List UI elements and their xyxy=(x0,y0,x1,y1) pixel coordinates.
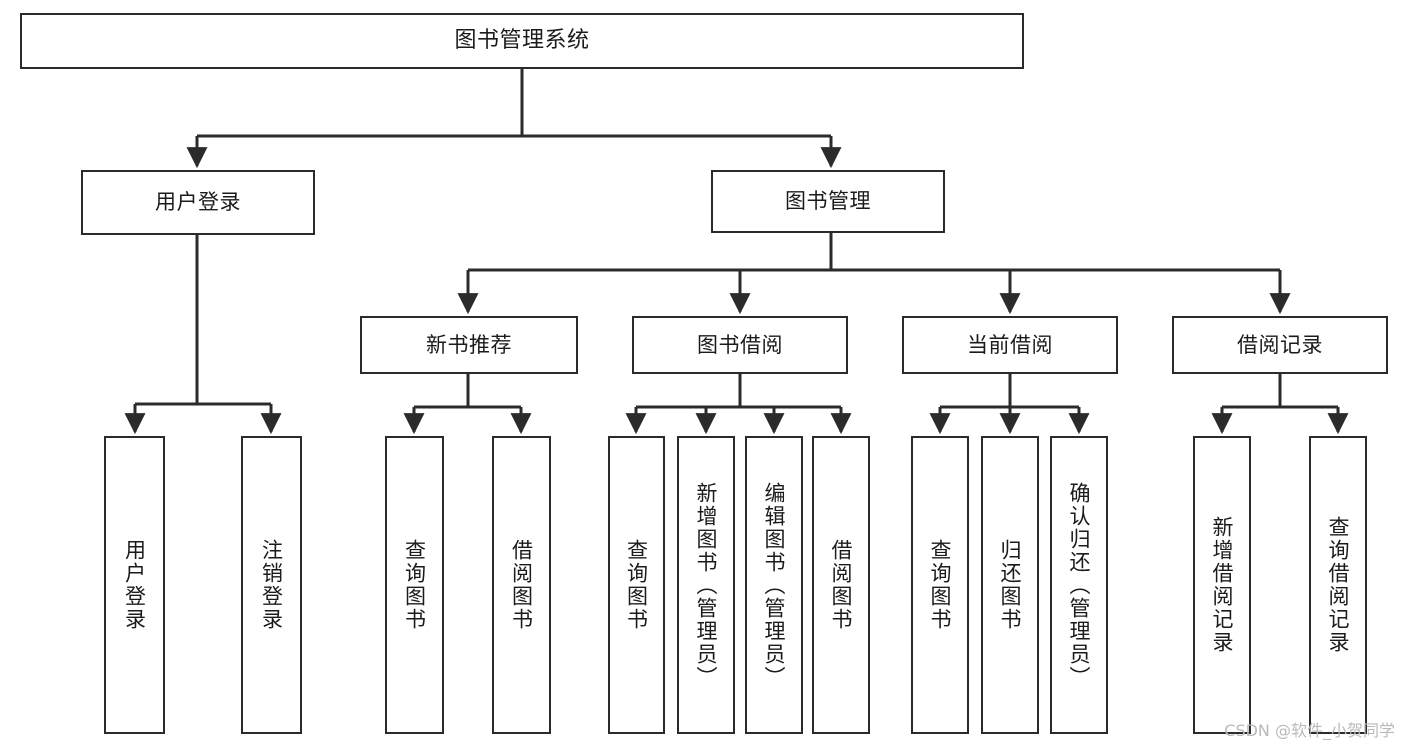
node-label: 当前借阅 xyxy=(967,332,1053,357)
node-label: 借阅记录 xyxy=(1237,332,1323,357)
node-label: 注销登录 xyxy=(259,539,284,631)
node-label: 图书管理 xyxy=(785,189,871,214)
node-label: 确认归还（管理员） xyxy=(1067,481,1092,689)
node-root-book-management-system[interactable]: 图书管理系统 xyxy=(20,13,1024,69)
node-user-login[interactable]: 用户登录 xyxy=(81,170,315,235)
leaf-current-confirm-return-admin[interactable]: 确认归还（管理员） xyxy=(1050,436,1108,734)
node-borrowing-record[interactable]: 借阅记录 xyxy=(1172,316,1388,374)
leaf-new-book-borrow-books[interactable]: 借阅图书 xyxy=(492,436,551,734)
node-current-borrowing[interactable]: 当前借阅 xyxy=(902,316,1118,374)
node-label: 查询图书 xyxy=(624,539,649,631)
leaf-current-return-books[interactable]: 归还图书 xyxy=(981,436,1039,734)
node-label: 借阅图书 xyxy=(509,539,534,631)
node-label: 新增图书（管理员） xyxy=(694,481,719,689)
node-book-borrowing[interactable]: 图书借阅 xyxy=(632,316,848,374)
leaf-user-login-logout[interactable]: 注销登录 xyxy=(241,436,302,734)
leaf-record-add-borrow-record[interactable]: 新增借阅记录 xyxy=(1193,436,1251,734)
leaf-record-query-borrow-record[interactable]: 查询借阅记录 xyxy=(1309,436,1367,734)
leaf-borrow-query-books[interactable]: 查询图书 xyxy=(608,436,665,734)
node-new-book-recommendation[interactable]: 新书推荐 xyxy=(360,316,578,374)
leaf-borrow-borrow-books[interactable]: 借阅图书 xyxy=(812,436,870,734)
node-label: 图书管理系统 xyxy=(454,28,590,54)
node-label: 查询图书 xyxy=(928,539,953,631)
node-label: 新增借阅记录 xyxy=(1210,516,1235,654)
leaf-new-book-query-books[interactable]: 查询图书 xyxy=(385,436,444,734)
leaf-current-query-books[interactable]: 查询图书 xyxy=(911,436,969,734)
node-label: 图书借阅 xyxy=(697,332,783,357)
node-label: 归还图书 xyxy=(998,539,1023,631)
node-book-management[interactable]: 图书管理 xyxy=(711,170,945,233)
node-label: 借阅图书 xyxy=(829,539,854,631)
leaf-borrow-add-book-admin[interactable]: 新增图书（管理员） xyxy=(677,436,735,734)
node-label: 新书推荐 xyxy=(426,332,512,357)
node-label: 编辑图书（管理员） xyxy=(762,481,787,689)
node-label: 用户登录 xyxy=(122,539,147,631)
leaf-borrow-edit-book-admin[interactable]: 编辑图书（管理员） xyxy=(745,436,803,734)
leaf-user-login-login[interactable]: 用户登录 xyxy=(104,436,165,734)
node-label: 用户登录 xyxy=(155,190,241,215)
node-label: 查询图书 xyxy=(402,539,427,631)
csdn-watermark: CSDN @软件_小贺同学 xyxy=(1224,721,1395,740)
node-label: 查询借阅记录 xyxy=(1326,516,1351,654)
